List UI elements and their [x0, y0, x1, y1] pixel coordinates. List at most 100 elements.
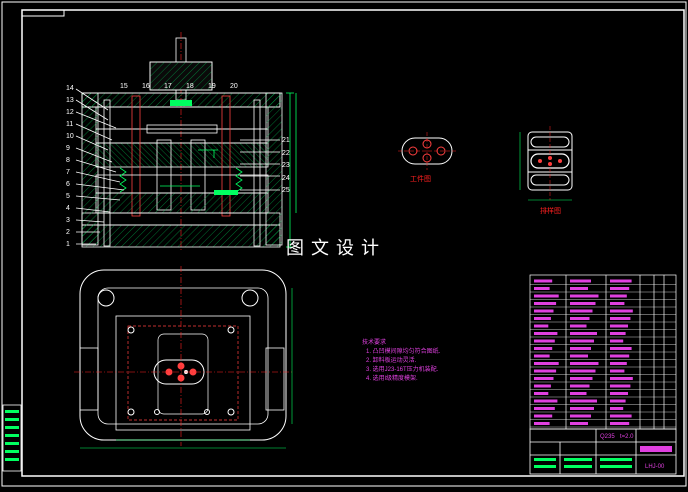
part-number-label: 12: [66, 109, 74, 116]
part-number-label: 4: [66, 205, 70, 212]
parts-row-text: [534, 414, 553, 418]
parts-row-text: [534, 369, 557, 373]
watermark-text: 图文设计: [286, 238, 386, 259]
parts-row-text: [570, 294, 599, 298]
part-number-label: 15: [120, 83, 128, 90]
parts-row-text: [534, 377, 554, 380]
parts-row-text: [610, 317, 631, 320]
parts-row-text: [610, 377, 633, 380]
parts-row-text: [534, 354, 550, 358]
part-number-label: 7: [66, 169, 70, 176]
title-block: [529, 428, 677, 475]
part-number-label: 25: [282, 187, 290, 194]
strip-layout-label: 排样图: [540, 208, 561, 215]
left-revision-strip: [2, 404, 22, 472]
part-number-label: 5: [66, 193, 70, 200]
parts-row-text: [570, 317, 590, 320]
parts-row-text: [610, 324, 628, 328]
title-block-material: Q235: [600, 434, 615, 440]
parts-row-text: [570, 279, 591, 283]
part-number-label: 13: [66, 97, 74, 104]
parts-row-text: [610, 302, 625, 305]
tech-note-4: 4. 选用l级精度模架.: [366, 376, 418, 382]
parts-row-text: [534, 422, 550, 425]
part-number-label: 17: [164, 83, 172, 90]
parts-row-text: [570, 384, 590, 388]
parts-row-text: [570, 339, 594, 343]
parts-row-text: [570, 324, 587, 328]
parts-row-text: [610, 384, 631, 388]
parts-row-text: [534, 279, 553, 283]
corner-tab: [21, 10, 65, 17]
title-block-code: LHJ-00: [645, 464, 665, 470]
part-number-label: 10: [66, 133, 74, 140]
parts-row-text: [570, 414, 591, 418]
parts-row-text: [610, 309, 633, 313]
parts-row-text: [534, 332, 558, 335]
parts-row-text: [534, 384, 551, 388]
tech-notes-heading: 技术要求: [362, 340, 387, 346]
part-number-label: 21: [282, 137, 290, 144]
strip-layout-view: [519, 126, 573, 201]
part-number-label: 8: [66, 157, 70, 164]
workpiece-label: 工件图: [410, 176, 431, 183]
parts-row-text: [534, 302, 557, 305]
parts-row-text: [570, 399, 597, 403]
parts-row-text: [610, 339, 624, 343]
part-number-label: 9: [66, 145, 70, 152]
part-number-label: 18: [186, 83, 194, 90]
parts-row-text: [610, 279, 632, 283]
part-number-label: 16: [142, 83, 150, 90]
parts-row-text: [610, 294, 627, 298]
parts-row-text: [570, 422, 588, 425]
part-number-label: 23: [282, 162, 290, 169]
parts-row-text: [610, 392, 628, 395]
parts-row-text: [534, 347, 553, 350]
part-number-label: 20: [230, 83, 238, 90]
parts-row-text: [534, 317, 551, 320]
parts-row-text: [534, 309, 554, 313]
part-number-label: 19: [208, 83, 216, 90]
section-view: [75, 32, 297, 252]
parts-row-text: [610, 422, 630, 425]
inner-border: [21, 9, 685, 477]
parts-row-text: [610, 347, 632, 350]
part-number-label: 6: [66, 181, 70, 188]
parts-row-text: [534, 392, 549, 395]
parts-row-text: [610, 407, 624, 410]
part-number-label: 24: [282, 174, 290, 182]
parts-list-rows: [530, 279, 676, 428]
parts-row-text: [610, 287, 630, 290]
parts-row-text: [570, 287, 588, 290]
parts-row-text: [570, 354, 588, 358]
title-block-thickness: t=2.0: [620, 434, 634, 440]
part-number-label: 3: [66, 217, 70, 224]
part-number-label: 1: [66, 241, 70, 248]
parts-row-text: [570, 332, 597, 335]
parts-row-text: [534, 294, 559, 298]
part-number-label: 11: [66, 121, 74, 128]
tech-note-3: 3. 选用J23-16T压力机装配.: [366, 367, 439, 373]
tech-note-2: 2. 卸料板运动灵活.: [366, 358, 417, 364]
part-number-label: 2: [66, 229, 70, 236]
parts-row-text: [570, 377, 593, 380]
workpiece-view: [398, 132, 456, 170]
parts-row-text: [570, 369, 596, 373]
parts-row-text: [610, 369, 625, 373]
parts-row-text: [610, 399, 626, 403]
part-number-label: 22: [282, 149, 290, 157]
part-number-label: 14: [66, 85, 74, 92]
parts-row-text: [570, 362, 599, 365]
parts-row-text: [610, 414, 632, 418]
parts-row-text: [570, 302, 596, 305]
parts-row-text: [570, 407, 594, 410]
parts-row-text: [534, 287, 550, 290]
technical-notes: 技术要求 1. 凸凹模间隙均匀符合图纸. 2. 卸料板运动灵活. 3. 选用J2…: [362, 339, 440, 384]
parts-row-text: [610, 332, 626, 335]
parts-row-text: [570, 392, 587, 395]
tech-note-1: 1. 凸凹模间隙均匀符合图纸.: [366, 349, 441, 355]
parts-row-text: [534, 362, 559, 365]
parts-row-text: [534, 399, 558, 403]
parts-row-text: [534, 324, 549, 328]
